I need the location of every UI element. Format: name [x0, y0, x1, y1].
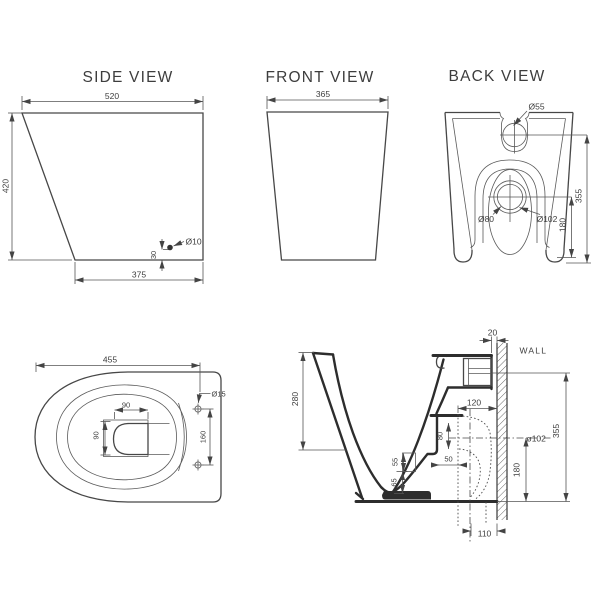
- plan-seat-hole-diameter-label: Ø15: [212, 390, 226, 399]
- back-inner-right: [545, 118, 566, 251]
- plan-flush-width-label: 90: [122, 401, 130, 410]
- flush-recess-outline: [103, 419, 149, 457]
- section-outlet-center-height-label: 180: [512, 463, 522, 477]
- bowl-back-curve: [178, 402, 185, 472]
- section-base-height-label: 65: [390, 478, 399, 486]
- section-bowl-front: [331, 353, 396, 495]
- flush-opening-outline: [112, 422, 149, 456]
- front-view-title: FRONT VIEW: [265, 69, 374, 86]
- section-outlet-diameter-label: ø102: [527, 434, 547, 444]
- side-view: SIDE VIEW 520 420 375 30 Ø10: [1, 69, 204, 284]
- back-view-title: BACK VIEW: [449, 68, 546, 85]
- leader-line: [196, 393, 211, 404]
- side-bottom-width-label: 375: [132, 270, 146, 280]
- bowl-outline: [67, 393, 177, 481]
- section-outlet-rise-label: 80: [436, 432, 445, 440]
- plan-outline: [34, 371, 222, 503]
- side-height-label: 420: [1, 179, 11, 193]
- fixing-hole: [167, 244, 173, 251]
- front-top-width-label: 365: [316, 89, 330, 99]
- outlet-bell-outer: [458, 415, 492, 500]
- section-wall-gap-label: 20: [488, 328, 498, 338]
- section-outlet-offset-label: 50: [444, 455, 452, 464]
- plan-view: 90 90 160 Ø15 455: [34, 355, 226, 503]
- section-outlet-length-label: 120: [467, 398, 481, 408]
- section-overall-height-label: 355: [551, 424, 561, 438]
- side-hole-diameter-label: Ø10: [186, 237, 202, 247]
- plan-overall-length-label: 455: [103, 355, 117, 365]
- plan-seat-hole-spacing-label: 160: [199, 431, 208, 444]
- section-trap-profile: [390, 415, 439, 494]
- back-right-foot: [545, 248, 565, 263]
- leader-line: [513, 110, 528, 126]
- trapway-inner-arch: [482, 168, 538, 243]
- back-outlet-outer-diameter-label: Ø102: [537, 214, 558, 224]
- section-base-pad: [382, 491, 431, 500]
- back-inlet-diameter-label: Ø55: [529, 102, 545, 112]
- leader-line: [173, 240, 185, 247]
- leader-line: [519, 207, 541, 215]
- section-bowl-depth-label: 280: [290, 392, 300, 406]
- outlet-bell-inner: [458, 448, 481, 498]
- back-inlet-height-label: 355: [574, 189, 584, 203]
- leader-line: [492, 206, 502, 215]
- section-weir-height-label: 55: [391, 458, 400, 466]
- plan-flush-depth-label: 90: [92, 431, 101, 439]
- wall-hatch: [497, 343, 507, 520]
- back-outlet-inner-diameter-label: Ø80: [478, 214, 494, 224]
- section-outlet-center-offset-label: 110: [478, 529, 492, 539]
- section-view: WALL 20: [290, 328, 570, 544]
- side-hole-offset-label: 30: [149, 251, 158, 259]
- section-front-foot: [354, 491, 365, 501]
- wall-label: WALL: [520, 346, 548, 356]
- side-top-width-label: 520: [105, 91, 119, 101]
- back-view: BACK VIEW Ø55 Ø80 Ø102 355: [444, 68, 591, 264]
- back-outline-left: [444, 112, 455, 250]
- back-outlet-height-label: 180: [558, 218, 568, 232]
- front-view-outline: [266, 111, 389, 261]
- front-view: FRONT VIEW 365: [265, 69, 389, 261]
- side-view-title: SIDE VIEW: [83, 69, 174, 86]
- side-view-outline: [21, 112, 204, 261]
- trapway-outer-arch: [470, 159, 550, 248]
- back-left-foot: [453, 248, 473, 263]
- back-inner-left: [452, 118, 473, 251]
- seat-rim-outline: [56, 384, 187, 490]
- inlet-spud-box: [462, 357, 493, 387]
- section-top-front: [311, 351, 335, 356]
- section-back-curve: [435, 386, 450, 415]
- section-front-outer: [311, 351, 364, 499]
